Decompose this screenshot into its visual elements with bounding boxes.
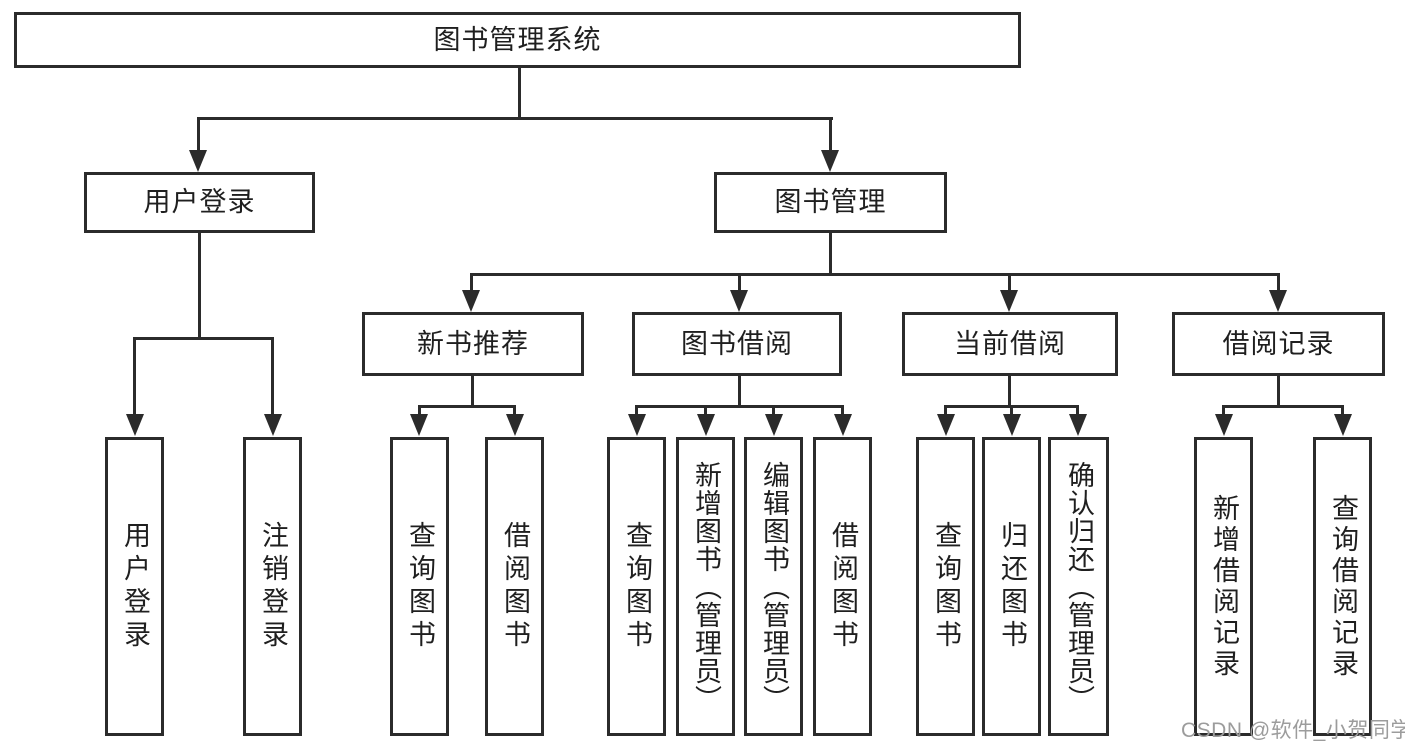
leaf-add-book-admin: 新增图书（管理员）	[676, 437, 735, 736]
node-borrowing-records: 借阅记录	[1172, 312, 1385, 376]
down-arrowhead	[410, 414, 428, 436]
down-arrowhead	[126, 414, 144, 436]
leaf-return-book-label: 归还图书	[997, 520, 1027, 653]
node-user-login-label: 用户登录	[143, 187, 256, 217]
leaf-edit-book-admin-label: 编辑图书（管理员）	[759, 460, 789, 713]
connector-leaf-dropline	[133, 337, 136, 415]
node-book-management-label: 图书管理	[774, 187, 887, 217]
connector-leaf-dropline	[1010, 405, 1013, 417]
leaf-user-login-label: 用户登录	[120, 520, 150, 653]
down-arrowhead	[264, 414, 282, 436]
connector-leaf-dropline	[1222, 405, 1225, 417]
connector-root-stem	[518, 68, 521, 118]
leaf-query-books-recommend-label: 查询图书	[405, 520, 435, 653]
leaf-logout-label: 注销登录	[258, 520, 288, 653]
node-book-borrowing-label: 图书借阅	[681, 328, 793, 359]
leaf-edit-book-admin: 编辑图书（管理员）	[744, 437, 803, 736]
connector-leaf-dropline	[1341, 405, 1344, 417]
connector-leaf-dropline	[841, 405, 844, 417]
leaf-add-borrow-record-label: 新增借阅记录	[1209, 493, 1239, 680]
down-arrowhead	[937, 414, 955, 436]
leaf-query-books-current: 查询图书	[916, 437, 975, 736]
connector-leaf-dropline	[944, 405, 947, 417]
leaf-borrow-books-borrowing-label: 借阅图书	[828, 520, 858, 653]
connector-leaf-dropline	[418, 405, 421, 417]
connector-records-rail	[1222, 405, 1344, 408]
connector-level3-rail	[470, 273, 1280, 276]
leaf-add-borrow-record: 新增借阅记录	[1194, 437, 1253, 736]
down-arrowhead	[189, 150, 207, 172]
down-arrowhead	[697, 414, 715, 436]
connector-bookmgmt-stem	[829, 233, 832, 275]
leaf-query-borrow-record: 查询借阅记录	[1313, 437, 1372, 736]
leaf-borrow-books-borrowing: 借阅图书	[813, 437, 872, 736]
node-borrowing-records-label: 借阅记录	[1222, 328, 1335, 359]
node-new-book-recommend-label: 新书推荐	[417, 328, 529, 359]
down-arrowhead	[1003, 414, 1021, 436]
leaf-query-books-current-label: 查询图书	[931, 520, 961, 653]
down-arrowhead	[1334, 414, 1352, 436]
connector-userlogin-dropline	[197, 117, 200, 152]
connector-leaf-dropline	[772, 405, 775, 417]
node-current-borrowing: 当前借阅	[902, 312, 1118, 376]
connector-userlogin-stem	[198, 233, 201, 339]
down-arrowhead	[834, 414, 852, 436]
leaf-confirm-return-admin: 确认归还（管理员）	[1048, 437, 1109, 736]
connector-bookborrow-rail	[635, 405, 844, 408]
csdn-watermark: CSDN @软件_小贺同学	[1181, 719, 1405, 742]
leaf-borrow-books-recommend-label: 借阅图书	[500, 520, 530, 653]
node-library-system: 图书管理系统	[14, 12, 1021, 68]
connector-level3-dropline	[738, 273, 741, 292]
leaf-query-books-borrowing: 查询图书	[607, 437, 666, 736]
connector-bookmgmt-dropline	[829, 117, 832, 152]
connector-bookborrow-stem	[738, 374, 741, 408]
connector-currentborrow-stem	[1008, 374, 1011, 408]
connector-level3-dropline	[1008, 273, 1011, 292]
node-book-borrowing: 图书借阅	[632, 312, 842, 376]
leaf-add-book-admin-label: 新增图书（管理员）	[691, 460, 721, 713]
down-arrowhead	[1215, 414, 1233, 436]
down-arrowhead	[506, 414, 524, 436]
leaf-query-borrow-record-label: 查询借阅记录	[1328, 493, 1358, 680]
down-arrowhead	[1069, 414, 1087, 436]
leaf-borrow-books-recommend: 借阅图书	[485, 437, 544, 736]
connector-leaf-dropline	[704, 405, 707, 417]
connector-level3-dropline	[470, 273, 473, 292]
connector-newbook-stem	[471, 374, 474, 408]
down-arrowhead	[1269, 290, 1287, 312]
leaf-query-books-borrowing-label: 查询图书	[622, 520, 652, 653]
node-book-management: 图书管理	[714, 172, 947, 233]
leaf-logout: 注销登录	[243, 437, 302, 736]
down-arrowhead	[462, 290, 480, 312]
connector-newbook-rail	[418, 405, 516, 408]
leaf-return-book: 归还图书	[982, 437, 1041, 736]
node-user-login: 用户登录	[84, 172, 315, 233]
node-current-borrowing-label: 当前借阅	[954, 328, 1066, 359]
leaf-confirm-return-admin-label: 确认归还（管理员）	[1064, 460, 1094, 713]
connector-leaf-dropline	[635, 405, 638, 417]
down-arrowhead	[1000, 290, 1018, 312]
leaf-user-login: 用户登录	[105, 437, 164, 736]
node-new-book-recommend: 新书推荐	[362, 312, 584, 376]
down-arrowhead	[730, 290, 748, 312]
connector-records-stem	[1277, 374, 1280, 408]
down-arrowhead	[628, 414, 646, 436]
down-arrowhead	[765, 414, 783, 436]
connector-root-rail	[197, 117, 833, 120]
connector-leaf-dropline	[513, 405, 516, 417]
connector-leaf-dropline	[271, 337, 274, 415]
leaf-query-books-recommend: 查询图书	[390, 437, 449, 736]
connector-level3-dropline	[1277, 273, 1280, 292]
down-arrowhead	[821, 150, 839, 172]
connector-leaf-dropline	[1076, 405, 1079, 417]
node-library-system-label: 图书管理系统	[433, 24, 602, 55]
connector-userlogin-rail	[133, 337, 274, 340]
